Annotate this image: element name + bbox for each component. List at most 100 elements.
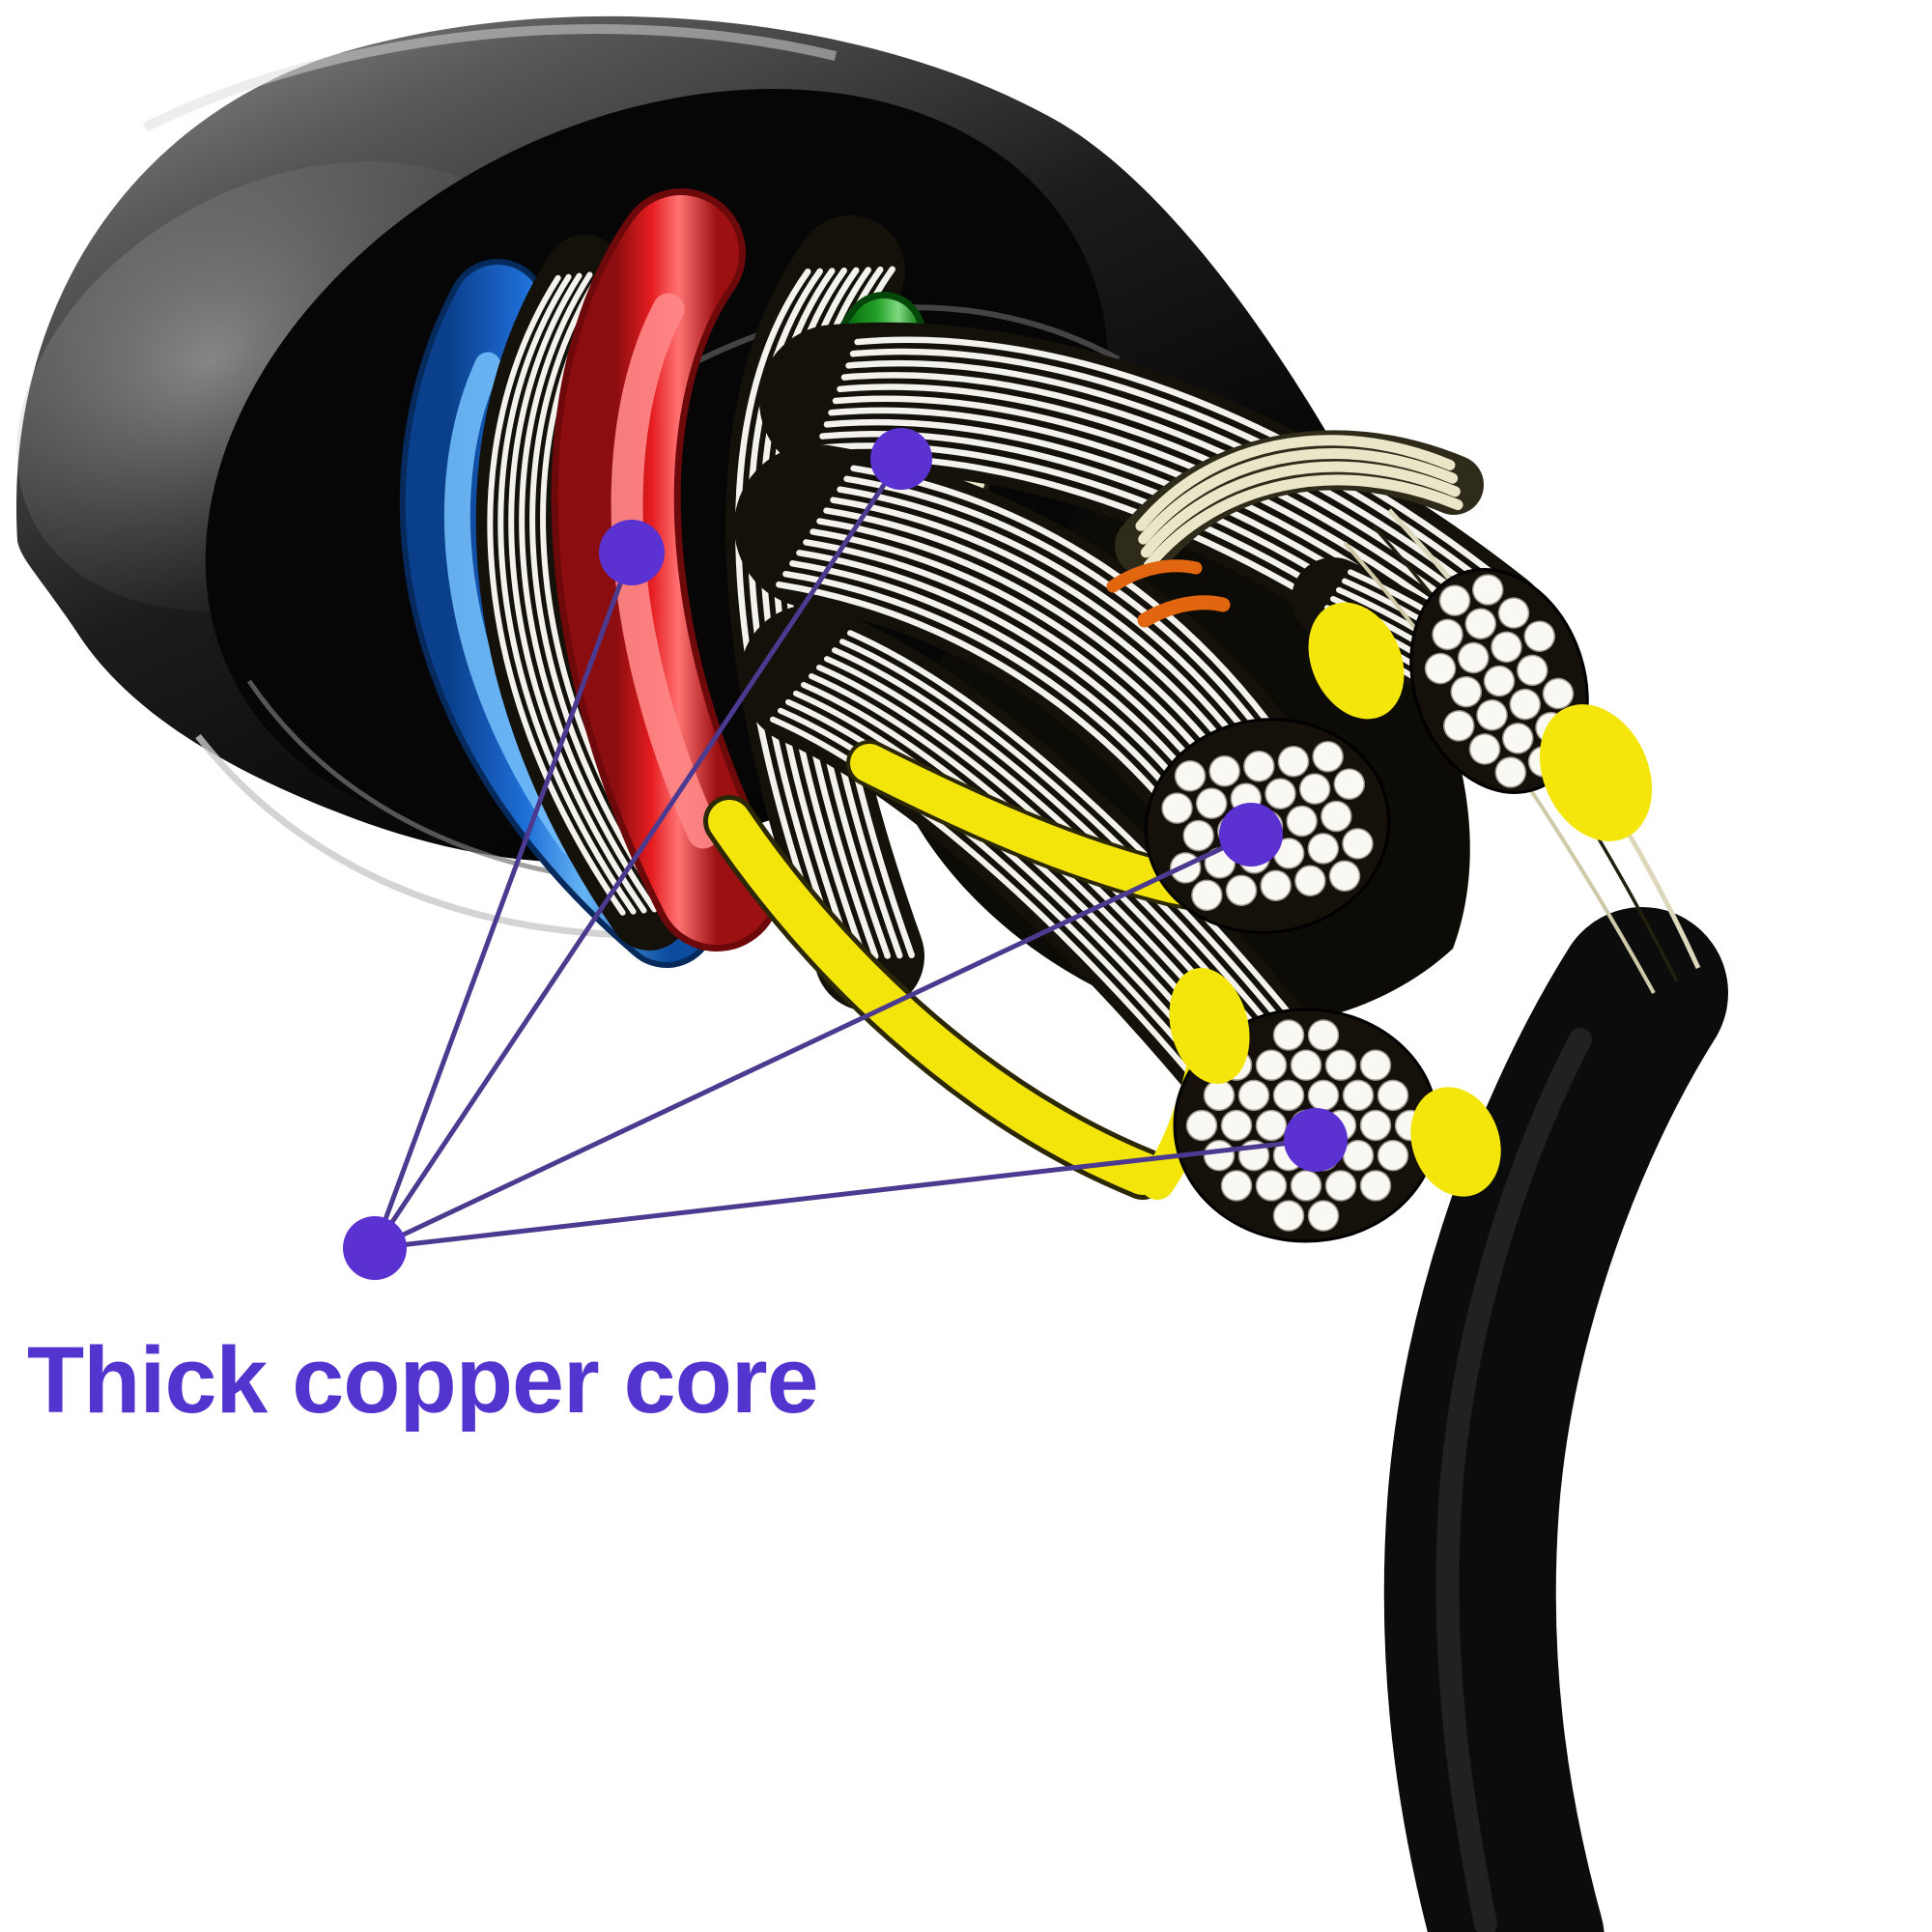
strand-wire	[845, 359, 1496, 608]
strand-wire	[837, 486, 1275, 770]
strand-end	[1471, 574, 1504, 606]
strand-end	[1443, 710, 1475, 742]
yellow-tip-2	[1410, 1087, 1501, 1197]
strand-wire	[843, 475, 1282, 760]
strand-wire	[831, 647, 1313, 1079]
strand-wire	[830, 497, 1268, 781]
strand-end	[1509, 688, 1542, 721]
strand-end	[1203, 1079, 1236, 1112]
strand-band-base	[475, 235, 690, 951]
strand-wire	[529, 270, 668, 912]
callout-line-dot-red-wire	[372, 552, 635, 1249]
annotation-label: Thick copper core	[27, 1327, 818, 1433]
strand-wire	[849, 348, 1501, 596]
strand-wire	[850, 465, 1289, 750]
strand-end	[1307, 1079, 1340, 1112]
strand-wire	[519, 271, 658, 913]
strand-wire	[1138, 448, 1459, 545]
strand-end	[1174, 760, 1207, 792]
strand-end	[1476, 698, 1508, 731]
strand-end	[1243, 751, 1275, 782]
strand-end	[1542, 677, 1575, 710]
strand-wire	[854, 336, 1505, 584]
strand-end	[1272, 1079, 1305, 1112]
strand-end	[1424, 652, 1457, 685]
annotation-callout	[343, 428, 1348, 1280]
strand-end	[1208, 755, 1240, 787]
dot-copper-bundle-mid	[1219, 803, 1283, 867]
strand-end	[1312, 740, 1344, 773]
strand-end	[1185, 1109, 1218, 1142]
strand-end	[1307, 833, 1340, 865]
strand-wire	[838, 639, 1321, 1070]
strand-end	[1272, 1200, 1305, 1232]
strand-end	[1182, 819, 1214, 852]
strand-wire	[1143, 474, 1463, 572]
strand-end	[1516, 654, 1548, 687]
strand-end	[1255, 1109, 1288, 1142]
dot-copper-bundle-lower	[1284, 1108, 1348, 1172]
strand-end	[1491, 631, 1522, 664]
strand-wire	[840, 372, 1492, 619]
strand-end	[1333, 768, 1366, 800]
strand-end	[1464, 608, 1496, 639]
strand-end	[1359, 1109, 1392, 1142]
strand-wire	[832, 395, 1484, 643]
strand-end	[1307, 1200, 1340, 1232]
strand-end	[1468, 733, 1501, 765]
strand-end	[1272, 1019, 1305, 1051]
strand-band-base	[1115, 430, 1484, 576]
strand-end	[1290, 1170, 1322, 1202]
strand-wire	[487, 274, 626, 916]
strand-end	[1255, 1170, 1288, 1202]
strand-end	[1294, 865, 1326, 896]
strand-end	[1220, 1170, 1253, 1202]
callout-line-dot-green-wire	[372, 457, 904, 1250]
yellow-wire-tips	[1169, 602, 1653, 1197]
cord-highlight	[1435, 1028, 1592, 1932]
strand-end	[1342, 1079, 1375, 1112]
strand-end	[1494, 756, 1527, 788]
strand-wire	[1135, 435, 1456, 531]
strand-end	[1523, 620, 1555, 652]
strand-end	[1497, 597, 1530, 629]
opening-rim-highlight	[195, 733, 646, 939]
yellow-wire-a	[708, 800, 1164, 1195]
strand-end	[1220, 1109, 1253, 1142]
orange-wire-2	[1106, 559, 1203, 593]
strand-end	[1359, 1170, 1392, 1202]
strand-end	[1298, 773, 1331, 805]
jacket-top-highlight	[142, 24, 838, 132]
strand-end	[1342, 828, 1374, 860]
strand-end	[1377, 1139, 1409, 1172]
yellow-tip-4	[1539, 704, 1653, 841]
callout-hub-dot	[343, 1216, 407, 1280]
strand-end	[1264, 778, 1296, 810]
strand-end	[1290, 1049, 1322, 1081]
strand-end	[1321, 800, 1352, 833]
strand-end	[1203, 1139, 1236, 1172]
cord-body	[1383, 907, 1728, 1932]
strand-end	[1432, 618, 1463, 651]
strand-end	[1438, 584, 1471, 616]
callout-line-dot-copper-bundle-lower	[374, 1137, 1317, 1251]
strand-end	[1286, 805, 1318, 838]
strand-end	[1483, 665, 1516, 697]
strand-wire	[846, 630, 1328, 1062]
strand-wire	[497, 273, 637, 915]
strand-end	[1324, 1049, 1357, 1081]
strand-end	[1342, 1139, 1375, 1172]
strand-end	[1195, 787, 1228, 819]
strand-end	[1237, 1079, 1270, 1112]
strand-end	[1161, 792, 1193, 824]
strand-wire	[1140, 461, 1461, 558]
callout-line-dot-copper-bundle-mid	[373, 832, 1253, 1251]
strand-end	[1307, 1019, 1340, 1051]
strand-end	[1328, 860, 1361, 892]
strand-end	[1260, 869, 1292, 901]
strand-wire	[508, 272, 647, 914]
strand-end	[1450, 675, 1483, 708]
strand-end	[1502, 723, 1534, 754]
cream-wire-loop	[1115, 430, 1484, 576]
